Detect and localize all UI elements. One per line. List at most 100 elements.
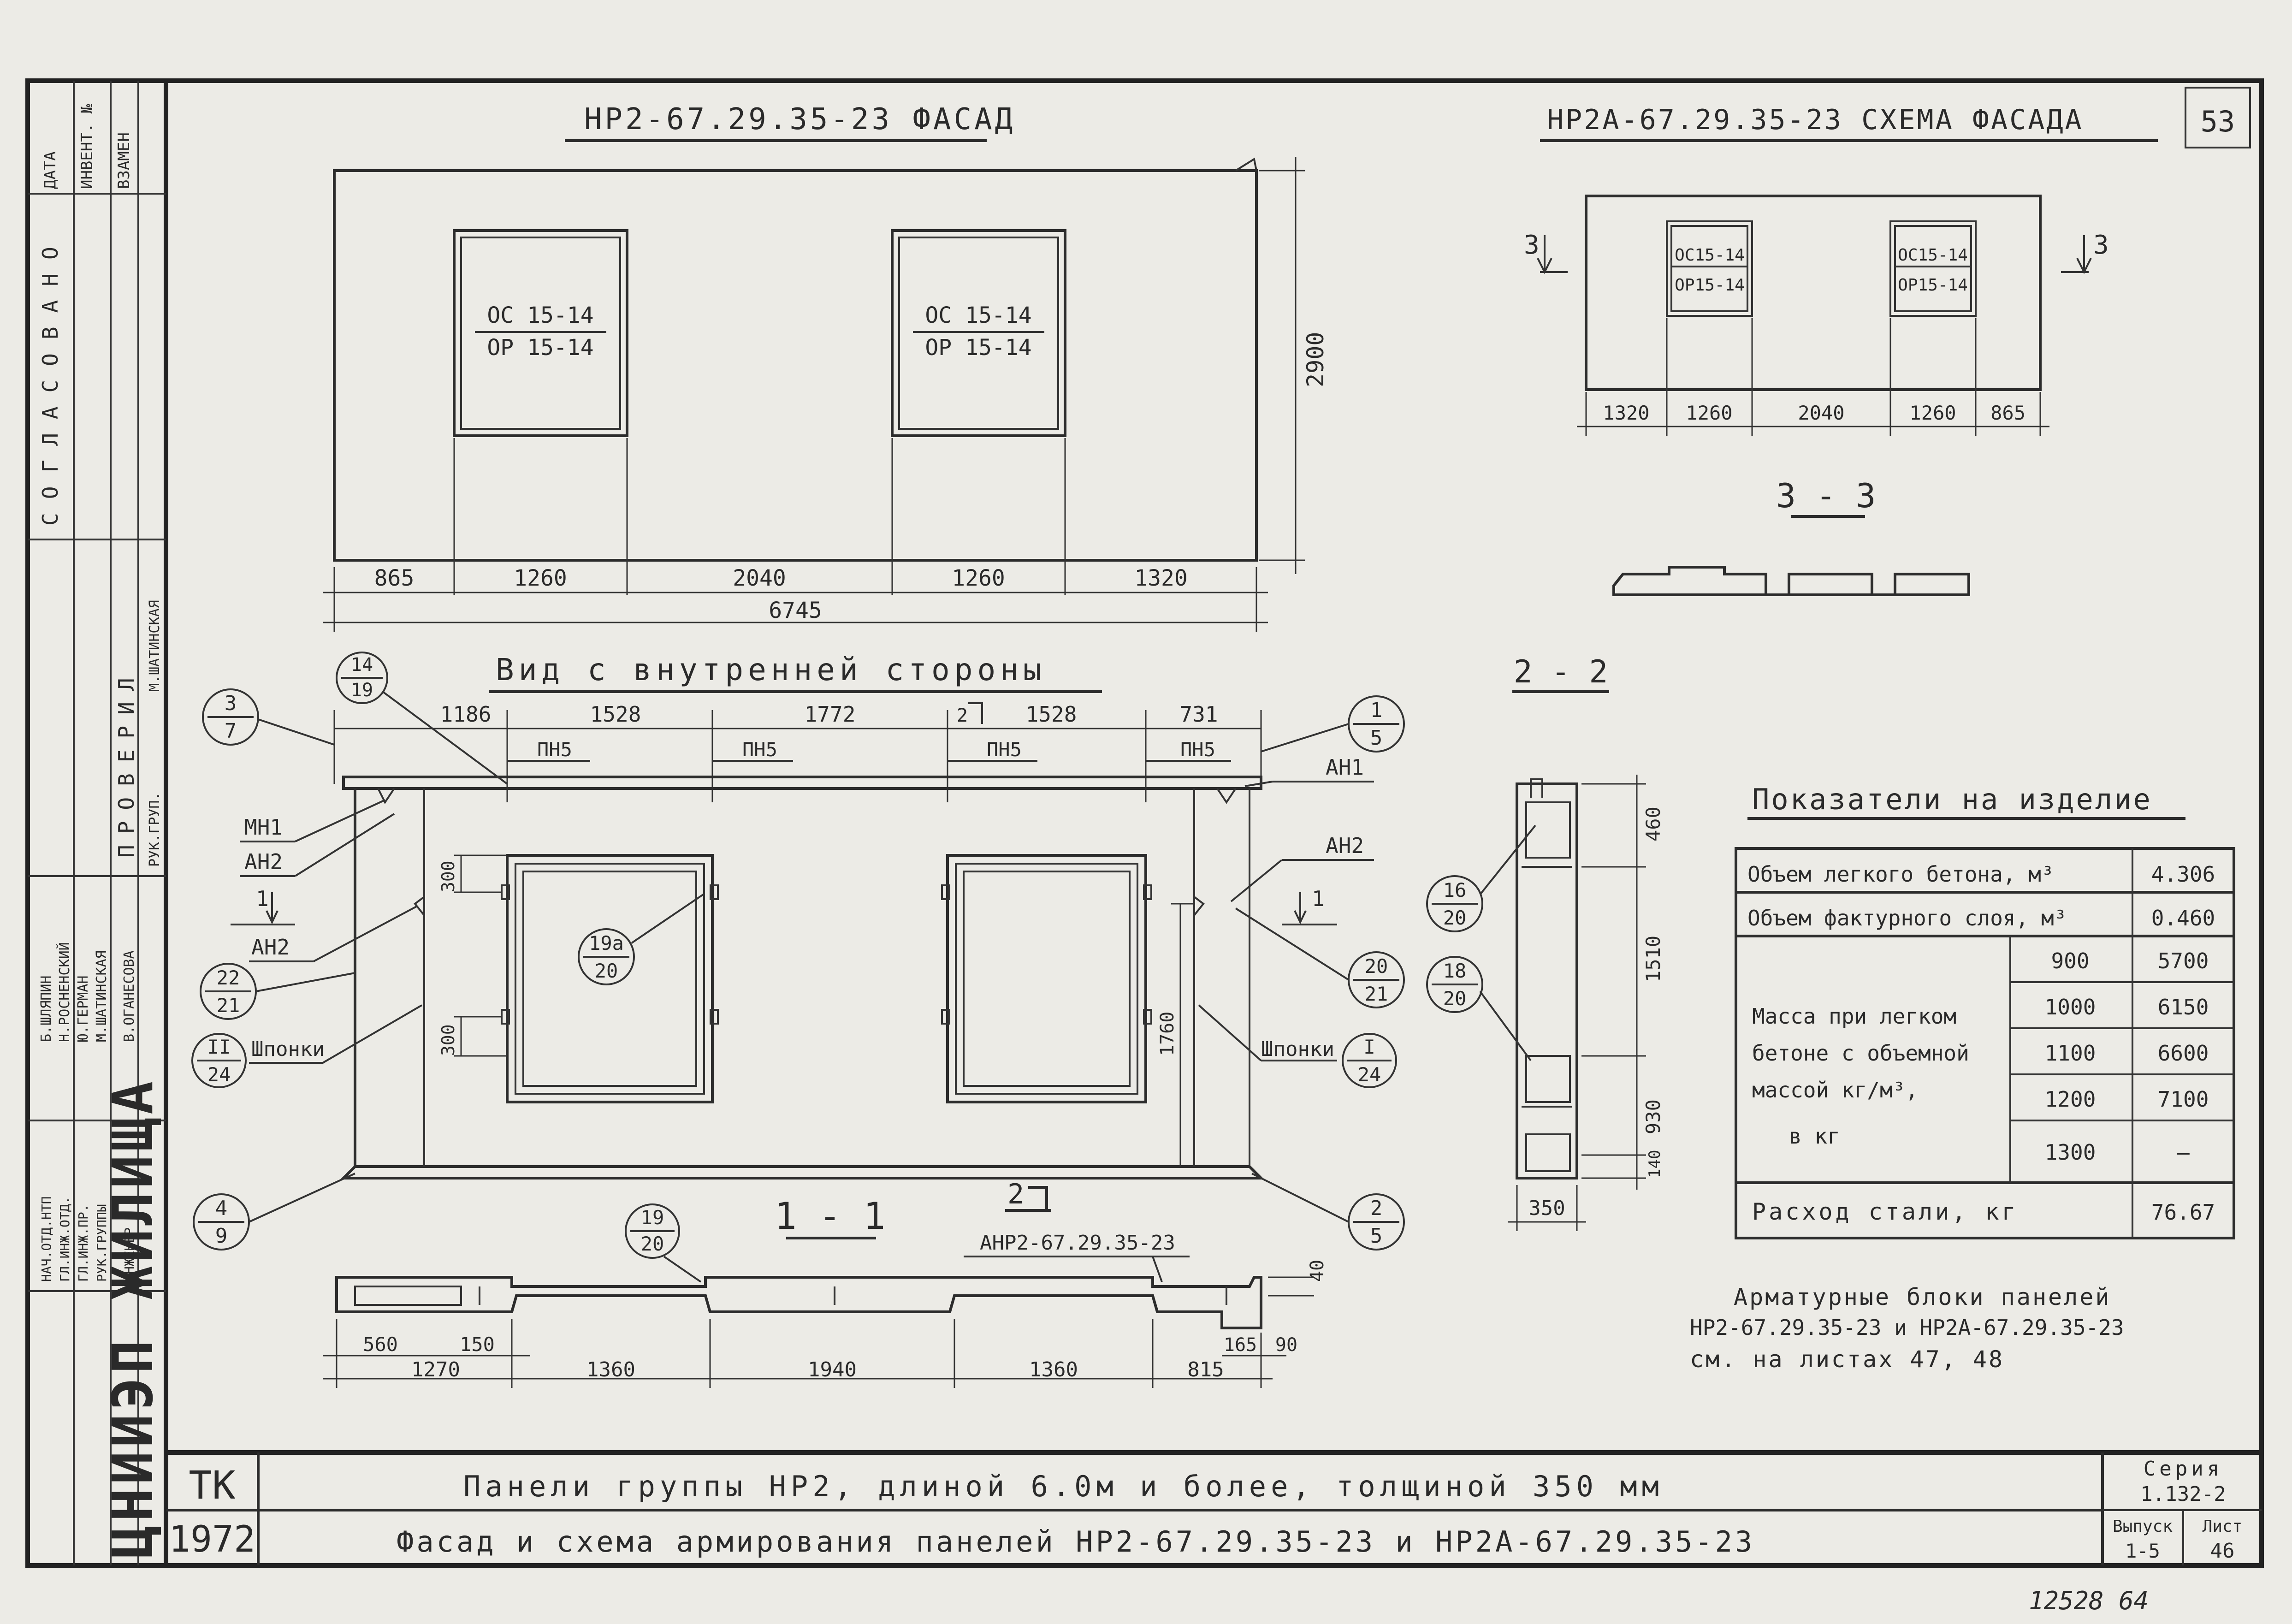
scheme-window-right bbox=[1889, 220, 1977, 317]
sidebar-role-2: ГЛ.ИНЖ.ОТД. bbox=[57, 1197, 72, 1282]
issue-label: Выпуск bbox=[2113, 1517, 2173, 1536]
s11-thickness: 40 bbox=[1307, 1260, 1328, 1282]
callout-16-20: 16 20 bbox=[1426, 824, 1536, 932]
callout-3-7: 3 7 bbox=[202, 688, 335, 746]
svg-text:20: 20 bbox=[1365, 955, 1388, 978]
inner-top-dim-3: 1772 bbox=[805, 702, 856, 727]
scheme-title: НР2А-67.29.35-23 СХЕМА ФАСАДА bbox=[1547, 104, 2084, 136]
inner-mark-2: 2 bbox=[957, 705, 968, 726]
sidebar-name-4: М.ШАТИНСКАЯ bbox=[94, 950, 110, 1042]
mass-1000: 6150 bbox=[2158, 995, 2209, 1019]
scheme-dim-5: 865 bbox=[1990, 402, 2025, 424]
s22-dim-930: 930 bbox=[1642, 1099, 1664, 1134]
inner-top-dim-4: 1528 bbox=[1026, 702, 1077, 727]
facade-window-right-bottom: ОР 15-14 bbox=[925, 335, 1031, 361]
facade-panel bbox=[333, 157, 1258, 562]
dim-300-top: 300 bbox=[438, 860, 458, 892]
density-900: 900 bbox=[2051, 948, 2089, 973]
scheme-dim-2: 1260 bbox=[1686, 402, 1732, 424]
scheme-cut-right: 3 bbox=[2093, 230, 2109, 260]
section-33-title: 3 - 3 bbox=[1776, 476, 1876, 515]
indicators-table bbox=[1735, 847, 2235, 1239]
light-volume-value: 4.306 bbox=[2151, 862, 2215, 887]
sheet-frame bbox=[25, 78, 2264, 1568]
callout-1-5: 1 5 bbox=[1261, 695, 1405, 753]
svg-text:19: 19 bbox=[351, 680, 373, 701]
svg-text:14: 14 bbox=[351, 654, 373, 676]
s11-dim-2: 1360 bbox=[586, 1358, 635, 1381]
callout-2-5: 2 5 bbox=[1251, 1173, 1405, 1251]
dim-300-bottom: 300 bbox=[438, 1024, 458, 1056]
label-an2-right: АН2 bbox=[1326, 833, 1364, 858]
section-33-profile bbox=[1612, 566, 1970, 596]
inner-top-dim-5: 731 bbox=[1179, 702, 1218, 727]
scheme-dim-4: 1260 bbox=[1909, 402, 1956, 424]
sidebar-role-5: ИНЖЕНЕР bbox=[122, 1227, 137, 1282]
sidebar-name-2: Н.РОСНЕНСКИЙ bbox=[56, 942, 73, 1042]
cut-1-left: 1 bbox=[256, 886, 269, 911]
svg-text:20: 20 bbox=[595, 960, 618, 982]
pn5-1: ПН5 bbox=[537, 738, 572, 761]
svg-text:16: 16 bbox=[1443, 879, 1467, 901]
title-block bbox=[166, 1450, 2262, 1565]
note-line-2: НР2-67.29.35-23 и НР2А-67.29.35-23 bbox=[1690, 1315, 2124, 1340]
series-label: Серия bbox=[2144, 1457, 2223, 1481]
facade-window-left-top: ОС 15-14 bbox=[487, 302, 593, 328]
svg-text:2: 2 bbox=[1370, 1197, 1383, 1220]
facade-window-right-top: ОС 15-14 bbox=[925, 302, 1031, 328]
sidebar-agreed: СОГЛАСОВАНО bbox=[38, 233, 63, 526]
facade-dim-1: 865 bbox=[374, 565, 415, 591]
svg-text:4: 4 bbox=[215, 1197, 228, 1220]
mass-label-2: бетоне с объемной bbox=[1752, 1041, 1969, 1066]
pn5-2: ПН5 bbox=[742, 738, 777, 761]
sidebar-col-replaces: ВЗАМЕН bbox=[115, 132, 133, 189]
svg-text:9: 9 bbox=[215, 1224, 228, 1248]
s22-dim-1510: 1510 bbox=[1642, 936, 1664, 982]
svg-text:20: 20 bbox=[1443, 987, 1467, 1010]
inner-top-dim-2: 1528 bbox=[590, 702, 641, 727]
steel-label: Расход стали, кг bbox=[1752, 1198, 2019, 1225]
s11-dim-3: 1940 bbox=[808, 1358, 857, 1381]
facade-dim-2: 1260 bbox=[514, 565, 567, 591]
density-1300: 1300 bbox=[2045, 1140, 2096, 1165]
s11-dim-5: 815 bbox=[1187, 1358, 1224, 1381]
svg-text:II: II bbox=[207, 1036, 231, 1058]
section-22-title: 2 - 2 bbox=[1514, 654, 1608, 690]
callout-22-21: 22 21 bbox=[200, 963, 355, 1020]
facing-volume-value: 0.460 bbox=[2151, 906, 2215, 931]
sidebar-name-3: Ю.ГЕРМАН bbox=[75, 976, 91, 1043]
note-line-3: см. на листах 47, 48 bbox=[1690, 1346, 2004, 1373]
sidebar-check-role: РУК.ГРУП. bbox=[147, 792, 163, 867]
sheet-label: Лист bbox=[2203, 1517, 2243, 1536]
sidebar: ДАТА ИНВЕНТ. № ВЗАМЕН СОГЛАСОВАНО ПРОВЕР… bbox=[28, 81, 166, 1565]
s11-dim-90: 90 bbox=[1275, 1334, 1297, 1356]
scheme-window-left-top: ОС15-14 bbox=[1675, 246, 1745, 265]
sidebar-col-inventory: ИНВЕНТ. № bbox=[78, 104, 96, 189]
label-an2-left-2: АН2 bbox=[251, 935, 290, 960]
cut-1-right: 1 bbox=[1312, 886, 1325, 911]
svg-text:I: I bbox=[1363, 1036, 1375, 1058]
sheet-number: 53 bbox=[2201, 105, 2235, 138]
series-value: 1.132-2 bbox=[2140, 1482, 2226, 1506]
scheme-window-left bbox=[1666, 220, 1753, 317]
callout-14-19: 14 19 bbox=[336, 652, 508, 785]
callout-19-20: 19 20 bbox=[625, 1203, 702, 1283]
facade-window-left bbox=[453, 229, 628, 437]
density-1000: 1000 bbox=[2045, 995, 2096, 1019]
mass-900: 5700 bbox=[2158, 948, 2209, 973]
mass-label-3: массой кг/м³, bbox=[1752, 1078, 1918, 1102]
callout-4-9: 4 9 bbox=[193, 1173, 355, 1251]
svg-text:21: 21 bbox=[217, 994, 240, 1017]
mass-1200: 7100 bbox=[2158, 1087, 2209, 1112]
pn5-3: ПН5 bbox=[987, 738, 1022, 761]
callout-20-21: 20 21 bbox=[1235, 907, 1405, 1008]
sidebar-check-name: М.ШАТИНСКАЯ bbox=[147, 600, 163, 692]
density-1100: 1100 bbox=[2045, 1041, 2096, 1066]
mass-label-1: Масса при легком bbox=[1752, 1004, 1956, 1029]
svg-text:1: 1 bbox=[1370, 699, 1383, 722]
callout-18-20: 18 20 bbox=[1426, 956, 1532, 1061]
mass-1100: 6600 bbox=[2158, 1041, 2209, 1066]
section-11-mark-2: 2 bbox=[1007, 1178, 1024, 1210]
scheme-cut-left: 3 bbox=[1524, 230, 1540, 260]
